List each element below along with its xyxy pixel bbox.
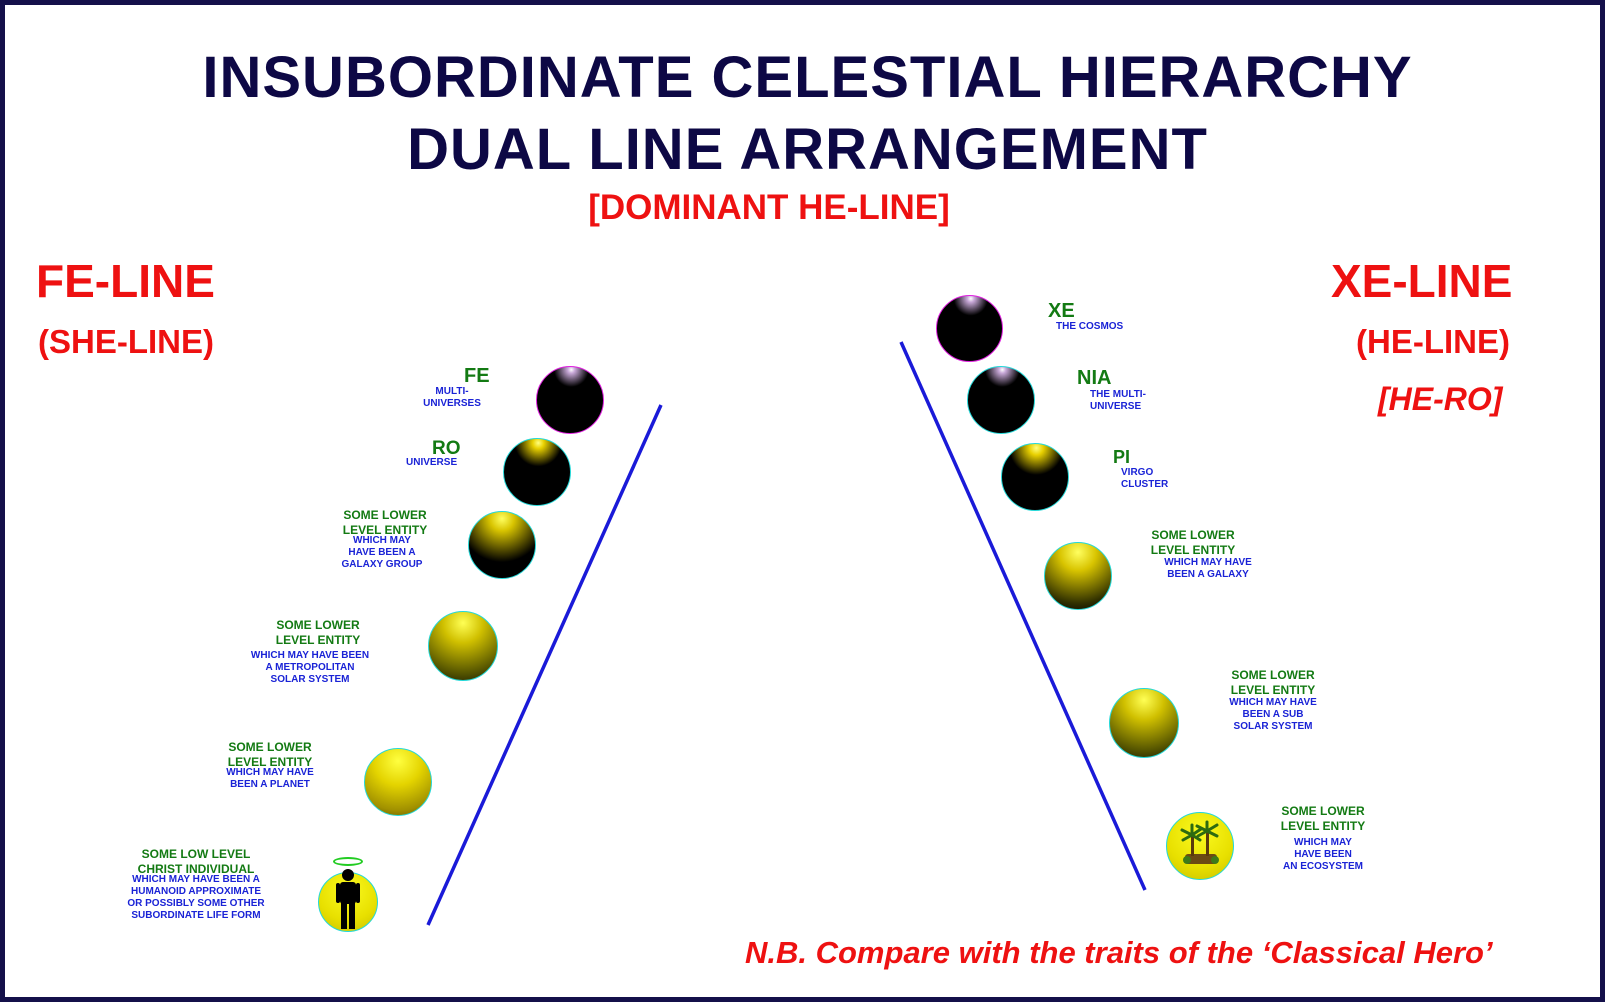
ro-sphere <box>503 438 571 506</box>
hierarchy-lines <box>426 341 1147 926</box>
xe-node-name: XE <box>1048 300 1075 322</box>
person-with-halo-icon <box>336 869 360 929</box>
galaxy-group-node-desc: WHICH MAY HAVE BEEN A GALAXY GROUP <box>341 535 423 570</box>
ecosystem-node-desc: WHICH MAY HAVE BEEN AN ECOSYSTEM <box>1282 837 1363 872</box>
ecosystem-node-name: SOME LOWER LEVEL ENTITY <box>1280 804 1366 833</box>
galaxy-sphere <box>1044 542 1112 610</box>
subtitle: [DOMINANT HE-LINE] <box>588 188 950 227</box>
pi-node-desc: VIRGO CLUSTER <box>1121 467 1169 490</box>
fe-sphere <box>536 366 604 434</box>
footnote: N.B. Compare with the traits of the ‘Cla… <box>745 935 1493 970</box>
metropolitan-node-desc: WHICH MAY HAVE BEEN A METROPOLITAN SOLAR… <box>250 650 370 685</box>
fe-line-axis <box>426 404 663 926</box>
ro-node-name: RO <box>432 438 461 459</box>
nia-sphere <box>967 366 1035 434</box>
halo-icon <box>333 857 363 866</box>
galaxy-group-sphere <box>468 511 536 579</box>
galaxy-node-desc: WHICH MAY HAVE BEEN A GALAXY <box>1164 557 1252 580</box>
fe-line-heading: FE-LINE <box>36 255 215 307</box>
nia-node-desc: THE MULTI- UNIVERSE <box>1090 389 1146 412</box>
sub-solar-system-sphere <box>1109 688 1179 758</box>
christ-individual-node-name: SOME LOW LEVEL CHRIST INDIVIDUAL <box>137 847 255 876</box>
xe-sphere <box>936 295 1003 362</box>
xe-line-axis <box>899 341 1147 891</box>
xe-line-subheading: (HE-LINE) <box>1356 323 1510 360</box>
planet-sphere <box>364 748 432 816</box>
title-line-2: DUAL LINE ARRANGEMENT <box>407 117 1208 182</box>
planet-node-name: SOME LOWER LEVEL ENTITY <box>227 740 313 769</box>
xe-line-heading: XE-LINE <box>1331 255 1513 307</box>
christ-individual-node-desc: WHICH MAY HAVE BEEN A HUMANOID APPROXIMA… <box>127 874 265 921</box>
metropolitan-solar-system-sphere <box>428 611 498 681</box>
sub-solar-node-desc: WHICH MAY HAVE BEEN A SUB SOLAR SYSTEM <box>1229 697 1317 732</box>
title-line-1: INSUBORDINATE CELESTIAL HIERARCHY <box>202 45 1413 110</box>
nia-node-name: NIA <box>1077 367 1112 389</box>
planet-node-desc: WHICH MAY HAVE BEEN A PLANET <box>226 767 314 790</box>
metropolitan-node-name: SOME LOWER LEVEL ENTITY <box>275 618 361 647</box>
fe-line-subheading: (SHE-LINE) <box>38 323 214 360</box>
palm-trees-icon <box>1180 820 1219 864</box>
galaxy-node-name: SOME LOWER LEVEL ENTITY <box>1150 528 1236 557</box>
fe-node-name: FE <box>464 365 490 387</box>
pi-node-name: PI <box>1113 447 1131 467</box>
sub-solar-node-name: SOME LOWER LEVEL ENTITY <box>1230 668 1316 697</box>
xe-node-desc: THE COSMOS <box>1056 321 1124 332</box>
galaxy-group-node-name: SOME LOWER LEVEL ENTITY <box>342 508 428 537</box>
ecosystem-sphere <box>1166 812 1234 880</box>
ro-node-desc: UNIVERSE <box>406 457 458 468</box>
fe-node-desc: MULTI- UNIVERSES <box>423 386 481 409</box>
pi-sphere <box>1001 443 1069 511</box>
xe-line-tag: [HE-RO] <box>1378 381 1503 417</box>
